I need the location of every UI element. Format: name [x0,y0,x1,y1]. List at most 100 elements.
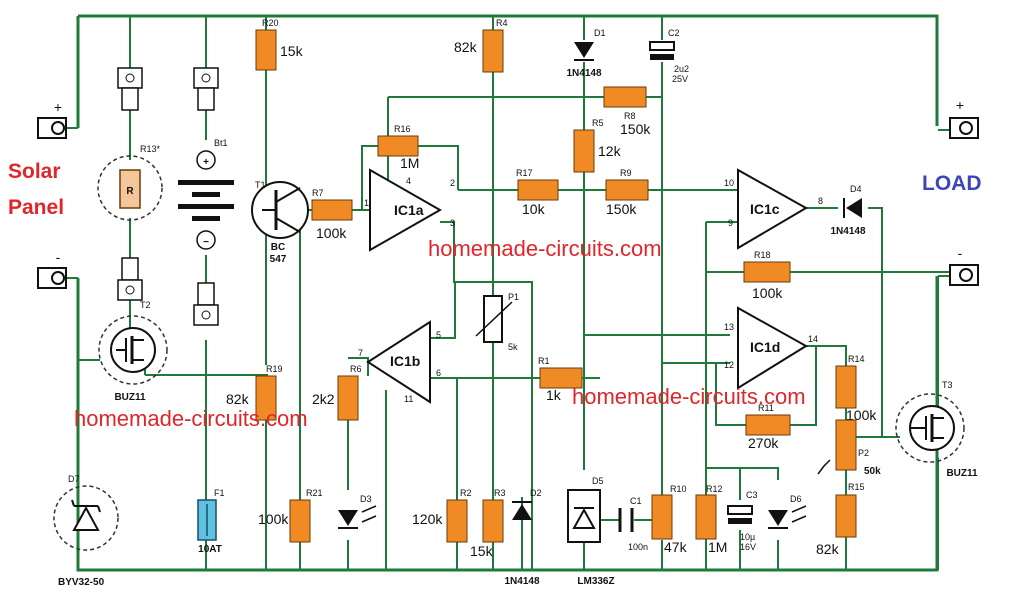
opamp-IC1b: IC1b 5 6 7 11 [358,320,441,404]
panel-minus-sign: - [56,249,61,265]
watermark-2: homemade-circuits.com [74,406,308,431]
capacitor-C1: C1 100n [618,496,648,552]
IC1d-label: IC1d [750,339,780,355]
T2-type: BUZ11 [114,392,146,403]
R8-value: 150k [620,121,651,137]
R9: R9 150k [605,168,649,217]
R19-value: 82k [226,391,250,407]
T1-ref: T1 [255,180,266,190]
R3-ref: R3 [494,488,506,498]
R7-ref: R7 [312,188,324,198]
R12: R12 1M [695,484,727,555]
R5: R5 12k [573,118,622,173]
R9-ref: R9 [620,168,632,178]
IC1c-pin9: 9 [728,218,733,228]
panel-plus-sign: + [54,99,62,115]
D5-type: LM336Z [577,576,614,587]
C3-ref: C3 [746,490,758,500]
C3-value: 10µ [740,532,755,542]
R1-value: 1k [546,387,562,403]
IC1d-pin12: 12 [724,360,734,370]
R6: R6 2k2 [312,364,362,421]
IC1c-pin8: 8 [818,196,823,206]
pot-P2: P2 50k [817,419,881,477]
R20-ref: R20 [262,18,279,28]
zener-D5: D5 LM336Z [567,476,615,587]
fuse-F1: F1 10AT [197,488,225,555]
R4: R4 82k [454,18,508,73]
P1-ref: P1 [508,292,519,302]
R16: R16 1M [377,124,419,171]
led-D6: D6 [768,494,807,529]
R17-value: 10k [522,201,546,217]
load-plus-sign: + [956,97,964,113]
R6-value: 2k2 [312,391,335,407]
Bt1-ref: Bt1 [214,138,228,148]
R12-ref: R12 [706,484,723,494]
svg-text:−: − [203,237,209,248]
R16-ref: R16 [394,124,411,134]
C3-voltage: 16V [740,542,756,552]
diode-D1: D1 1N4148 [566,28,605,79]
T3-ref: T3 [942,380,953,390]
R3: R3 15k [470,488,506,559]
R21-ref: R21 [306,488,323,498]
R2-value: 120k [412,511,443,527]
watermark-3: homemade-circuits.com [572,384,806,409]
R1-ref: R1 [538,356,550,366]
IC1d-pin13: 13 [724,322,734,332]
D2-ref: D2 [530,488,542,498]
terminal-load-plus: + [949,97,979,139]
R20: R20 15k [255,18,304,71]
P1-value: 5k [508,342,518,352]
IC1b-label: IC1b [390,353,420,369]
IC1b-pin7: 7 [358,348,363,358]
terminal-panel-minus: - [37,249,67,289]
R4-ref: R4 [496,18,508,28]
R15: R15 82k [816,482,865,557]
IC1a-pin4: 4 [406,176,411,186]
capacitor-C3: C3 10µ 16V [727,490,758,552]
R10: R10 47k [651,484,688,555]
solar-label-line1: Solar [8,160,61,183]
R20-value: 15k [280,43,304,59]
R14: R14 100k [835,354,877,423]
R13-ref: R13* [140,144,161,154]
C2-ref: C2 [668,28,680,38]
R14-value: 100k [846,407,877,423]
T1-type2: 547 [270,254,287,265]
F1-ref: F1 [214,488,225,498]
capacitor-C2: C2 2u2 25V [649,28,689,84]
terminal-load-minus: - [949,245,979,286]
diode-D7: D7 BYV32-50 [53,474,119,588]
R11-value: 270k [748,435,779,451]
terminal-panel-plus: + [37,99,67,139]
led-D3: D3 [338,494,377,529]
R11: R11 270k [745,403,791,451]
IC1b-pin11: 11 [404,394,413,404]
diode-D4: D4 1N4148 [830,184,865,237]
P2-value: 50k [864,466,881,477]
R12-value: 1M [708,539,727,555]
IC1c-pin10: 10 [724,178,734,188]
transistor-T1: T1 BC 547 [251,180,309,265]
R18-ref: R18 [754,250,771,260]
IC1c-label: IC1c [750,201,780,217]
mosfet-T3: T3 BUZ11 [895,380,978,479]
R15-value: 82k [816,541,840,557]
IC1a-pin3: 3 [450,218,455,228]
D2-type: 1N4148 [504,576,539,587]
T2-ref: T2 [140,300,151,310]
D7-type: BYV32-50 [58,577,105,588]
C2-voltage: 25V [672,74,688,84]
IC1a-pin2: 2 [450,178,455,188]
solar-label-line2: Panel [8,196,64,219]
R10-value: 47k [664,539,688,555]
R5-value: 12k [598,143,622,159]
R11-ref: R11 [758,403,774,413]
mosfet-T2: T2 BUZ11 [98,300,168,403]
R13: R R13* [97,144,163,221]
diode-D2: D2 1N4148 [504,488,541,587]
IC1a-label: IC1a [394,202,424,218]
